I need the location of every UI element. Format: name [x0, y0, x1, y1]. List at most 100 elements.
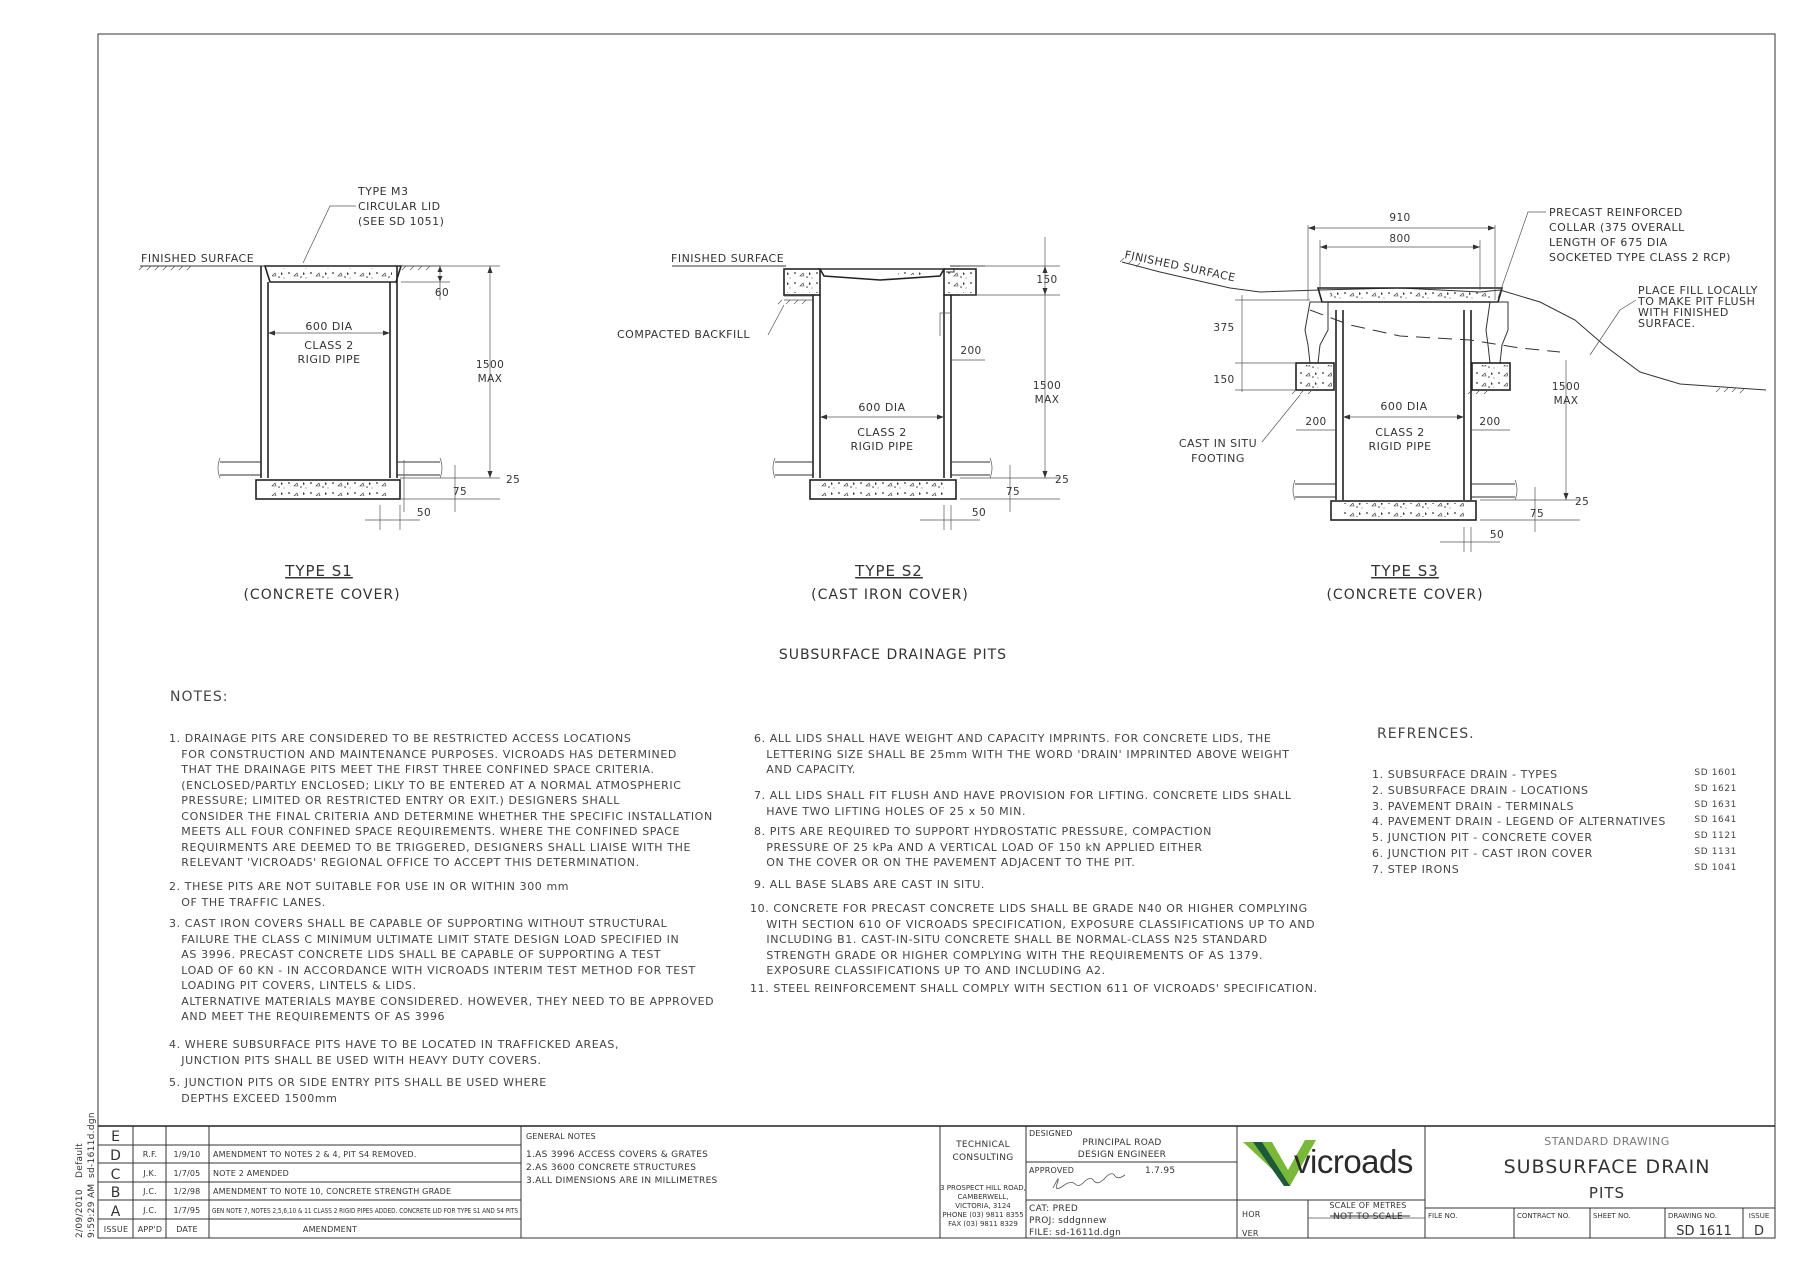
note-9: 9. ALL BASE SLABS ARE CAST IN SITU.: [754, 878, 985, 891]
drawing-title-line1: SUBSURFACE DRAIN: [1504, 1156, 1711, 1178]
collar-label-line1: PRECAST REINFORCED: [1549, 206, 1683, 219]
issue-row-c-amendment: NOTE 2 AMENDED: [213, 1169, 289, 1178]
reference-item: 1. SUBSURFACE DRAIN - TYPES SD 1601: [1372, 768, 1737, 784]
reference-item: 2. SUBSURFACE DRAIN - LOCATIONS SD 1621: [1372, 784, 1737, 800]
pipe-label-s2-line2: RIGID PIPE: [850, 440, 913, 453]
note-2: 2. THESE PITS ARE NOT SUITABLE FOR USE I…: [169, 880, 570, 909]
lid-label-line1: TYPE M3: [357, 185, 409, 198]
address-line1: 3 PROSPECT HILL ROAD,: [940, 1184, 1026, 1192]
issue-row-a-amendment: GEN NOTE 7, NOTES 2,5,6,10 & 11 CLASS 2 …: [212, 1207, 518, 1215]
header-date: DATE: [176, 1225, 198, 1234]
pipe-label-s3-line2: RIGID PIPE: [1368, 440, 1431, 453]
reference-text: 4. PAVEMENT DRAIN - LEGEND OF ALTERNATIV…: [1372, 815, 1666, 829]
main-title: SUBSURFACE DRAINAGE PITS: [779, 647, 1007, 663]
file-no-label: FILE NO.: [1428, 1212, 1457, 1220]
dim-25-s1: 25: [506, 474, 520, 486]
note-11: 11. STEEL REINFORCEMENT SHALL COMPLY WIT…: [750, 982, 1318, 995]
dim-1500-s2: 1500: [1033, 380, 1061, 392]
dim-50-s3: 50: [1490, 529, 1504, 541]
issue-row-a-date: 1/7/95: [174, 1206, 201, 1215]
reference-code: SD 1131: [1694, 846, 1737, 857]
collar-label-line4: SOCKETED TYPE CLASS 2 RCP): [1549, 251, 1731, 264]
header-amendment: AMENDMENT: [303, 1225, 357, 1234]
reference-code: SD 1121: [1694, 831, 1737, 842]
dim-200-s3-left: 200: [1305, 416, 1326, 428]
compacted-backfill-label: COMPACTED BACKFILL: [617, 328, 750, 341]
note-4: 4. WHERE SUBSURFACE PITS HAVE TO BE LOCA…: [169, 1038, 620, 1067]
consult-line2: CONSULTING: [952, 1153, 1013, 1163]
issue-row-c-letter: C: [111, 1167, 122, 1183]
stamp-file: sd-1611d.dgn: [87, 1112, 97, 1178]
approved-label: APPROVED: [1029, 1166, 1074, 1175]
type-s2-drawing: [672, 237, 1060, 530]
reference-text: 1. SUBSURFACE DRAIN - TYPES: [1372, 768, 1558, 781]
reference-code: SD 1641: [1694, 815, 1737, 826]
type-s1-title: TYPE S1: [284, 562, 353, 580]
dim-max-s3: MAX: [1554, 395, 1579, 407]
reference-item: 4. PAVEMENT DRAIN - LEGEND OF ALTERNATIV…: [1372, 815, 1737, 831]
dim-max-s2: MAX: [1035, 394, 1060, 406]
reference-code: SD 1631: [1694, 799, 1737, 810]
dim-60-s1: 60: [435, 287, 449, 299]
issue-label: ISSUE: [1749, 1212, 1770, 1220]
address-line4: PHONE (03) 9811 8355: [942, 1211, 1023, 1219]
contract-no-label: CONTRACT NO.: [1517, 1212, 1570, 1220]
approver-signature: [1052, 1173, 1126, 1189]
note-3: 3. CAST IRON COVERS SHALL BE CAPABLE OF …: [169, 917, 715, 1023]
collar-label-line3: LENGTH OF 675 DIA: [1549, 236, 1668, 249]
finished-surface-label-s1: FINISHED SURFACE: [141, 252, 254, 265]
reference-code: SD 1601: [1694, 768, 1737, 778]
general-note-2: 2.AS 3600 CONCRETE STRUCTURES: [526, 1163, 696, 1173]
collar-label-line2: COLLAR (375 OVERALL: [1549, 221, 1685, 234]
issue-row-c-appd: J.K.: [142, 1169, 157, 1178]
reference-text: 2. SUBSURFACE DRAIN - LOCATIONS: [1372, 783, 1589, 797]
dim-25-s2: 25: [1055, 474, 1069, 486]
issue-value: D: [1754, 1224, 1764, 1239]
title-block: vicroads: [98, 1125, 1775, 1238]
drawing-title-line2: PITS: [1589, 1184, 1625, 1202]
dim-1500-s1: 1500: [476, 359, 504, 371]
stamp-time: 9:59:29 AM: [87, 1184, 97, 1238]
type-s3-title: TYPE S3: [1370, 562, 1439, 580]
issue-row-b-date: 1/2/98: [174, 1187, 201, 1196]
note-8: 8. PITS ARE REQUIRED TO SUPPORT HYDROSTA…: [754, 825, 1212, 869]
dim-75-s3: 75: [1530, 508, 1544, 520]
dim-375: 375: [1213, 322, 1234, 334]
ver-label: VER: [1242, 1229, 1259, 1238]
reference-text: 7. STEP IRONS: [1372, 862, 1460, 876]
footing-label-line1: CAST IN SITU: [1179, 437, 1257, 450]
note-10: 10. CONCRETE FOR PRECAST CONCRETE LIDS S…: [750, 902, 1316, 977]
type-s2-title: TYPE S2: [854, 562, 923, 580]
dim-50-s1: 50: [417, 507, 431, 519]
fill-label-line1: PLACE FILL LOCALLY: [1638, 284, 1758, 297]
dim-910: 910: [1389, 212, 1410, 224]
lid-label-line3: (SEE SD 1051): [358, 215, 444, 228]
side-stamp: 2/09/2010 Default 9:59:29 AM sd-1611d.dg…: [75, 1112, 97, 1238]
consult-line1: TECHNICAL: [955, 1140, 1010, 1150]
dim-200-s3-right: 200: [1479, 416, 1500, 428]
logo-text: vicroads: [1294, 1143, 1413, 1180]
reference-text: 5. JUNCTION PIT - CONCRETE COVER: [1372, 831, 1593, 845]
dim-1500-s3: 1500: [1552, 381, 1580, 393]
issue-row-c-date: 1/7/05: [174, 1169, 201, 1178]
designed-label: DESIGNED: [1029, 1129, 1073, 1138]
type-s2-subtitle: (CAST IRON COVER): [811, 587, 969, 603]
references-heading: REFRENCES.: [1377, 726, 1475, 742]
drawing-no-value: SD 1611: [1676, 1224, 1731, 1239]
general-note-3: 3.ALL DIMENSIONS ARE IN MILLIMETRES: [526, 1176, 718, 1186]
reference-code: SD 1621: [1694, 783, 1737, 794]
proj-field: PROJ: sddgnnew: [1029, 1216, 1107, 1226]
note-1: 1. DRAINAGE PITS ARE CONSIDERED TO BE RE…: [169, 732, 713, 869]
header-appd: APP'D: [138, 1225, 162, 1234]
fill-label-line4: SURFACE.: [1638, 317, 1695, 330]
lid-label-line2: CIRCULAR LID: [358, 200, 441, 213]
dim-25-s3: 25: [1575, 496, 1589, 508]
type-s1-drawing: [138, 205, 500, 530]
type-s3-drawing: [1119, 211, 1767, 552]
header-issue: ISSUE: [104, 1225, 128, 1234]
dim-75-s1: 75: [453, 486, 467, 498]
file-field: FILE: sd-1611d.dgn: [1029, 1228, 1121, 1238]
fill-label-line2: TO MAKE PIT FLUSH: [1637, 295, 1755, 308]
